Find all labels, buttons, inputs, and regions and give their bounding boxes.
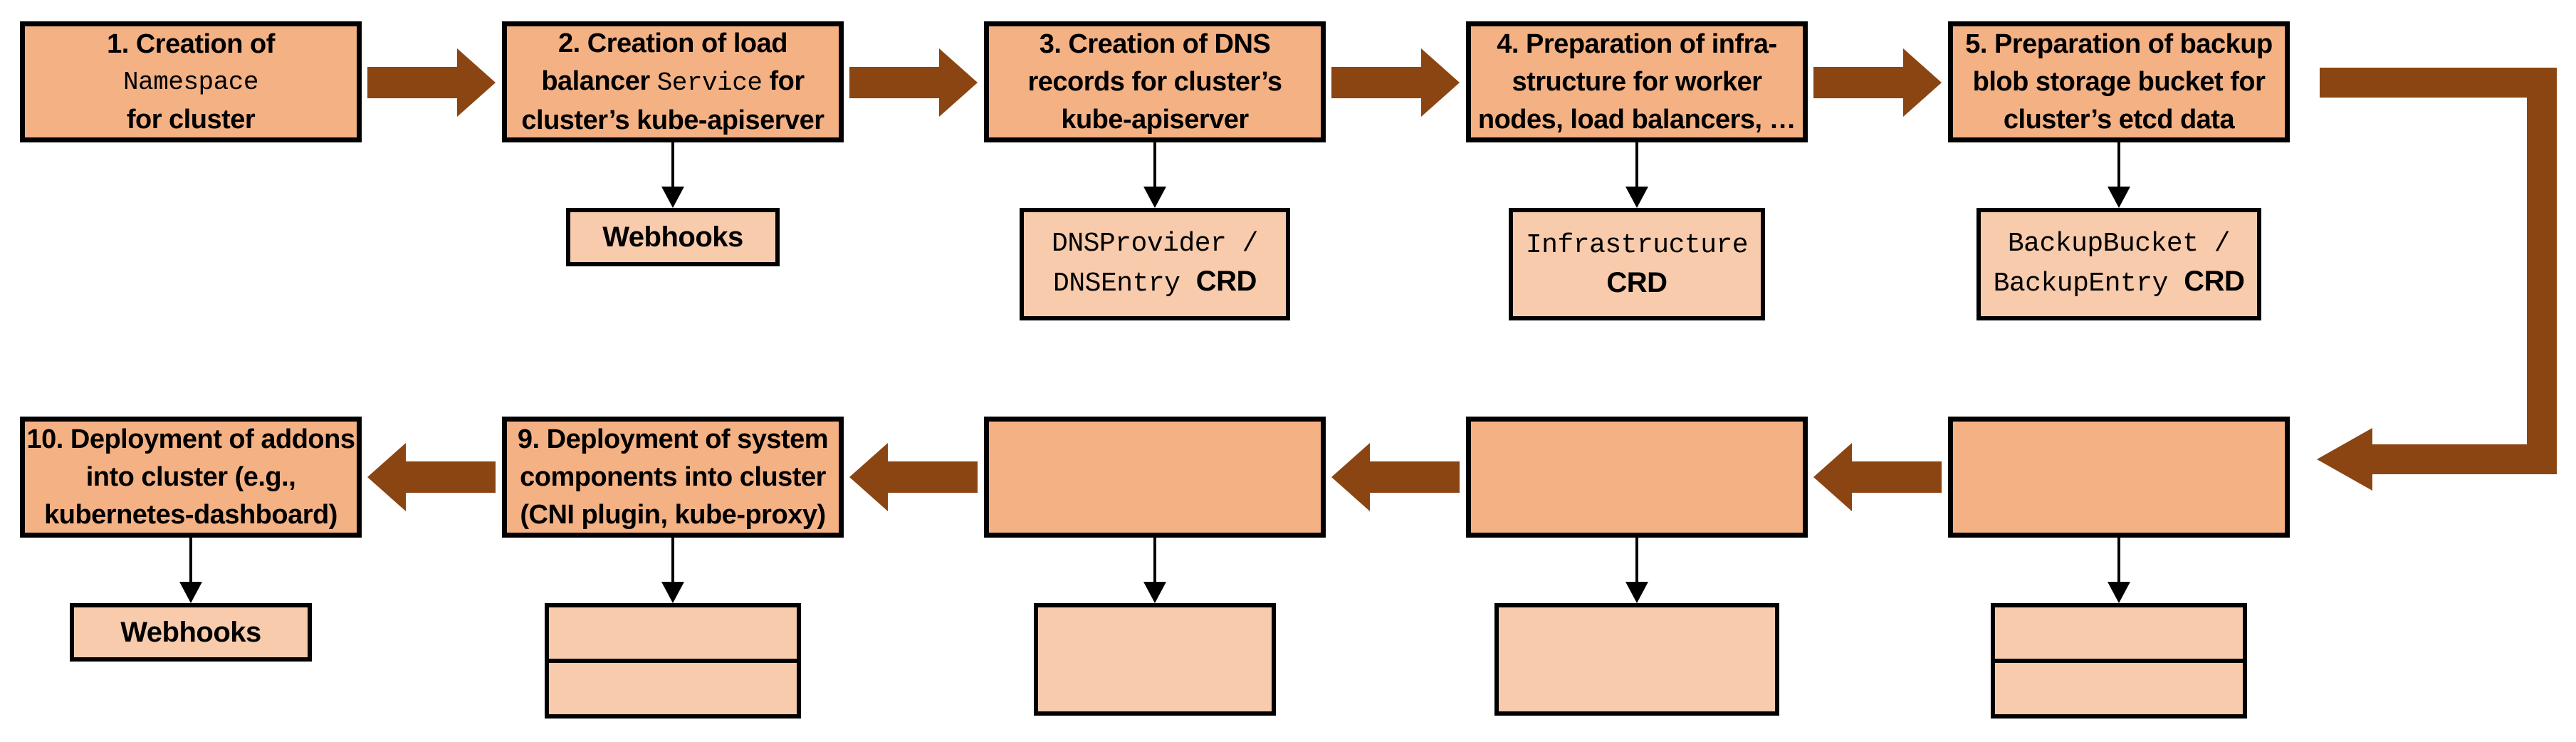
stage-6-webhooks-cell: [1995, 659, 2243, 714]
stage-8: [984, 417, 1326, 716]
down-arrow-icon: [189, 538, 192, 582]
down-arrow-icon: [671, 142, 674, 187]
stage-6-crd-cell: [1995, 607, 2243, 659]
stage-3-crd-box: DNSProvider /DNSEntry CRD: [1020, 208, 1290, 320]
stage-6-sub-stack: [1991, 603, 2247, 719]
down-arrow-icon: [2117, 142, 2120, 187]
down-arrow-icon: [1635, 142, 1638, 187]
flow-arrow-6-to-7-icon: [1813, 443, 1942, 511]
flow-arrow-9-to-10-icon: [367, 443, 496, 511]
stage-2-webhooks-box: Webhooks: [566, 208, 780, 266]
stage-5-crd-box: BackupBucket /BackupEntry CRD: [1976, 208, 2261, 320]
stage-9-crd-cell: [549, 607, 797, 659]
stage-7: [1466, 417, 1808, 716]
flow-arrow-3-to-4-icon: [1331, 48, 1460, 117]
stage-6-box: [1948, 417, 2290, 538]
flow-arrow-8-to-9-icon: [849, 443, 978, 511]
down-arrow-icon: [1635, 538, 1638, 582]
stage-9-webhooks-cell: [549, 659, 797, 714]
flow-arrow-4-to-5-icon: [1813, 48, 1942, 117]
stage-9-sub-stack: [545, 603, 801, 719]
stage-8-crd-box: [1034, 603, 1276, 716]
stage-6: [1948, 417, 2290, 719]
stage-4: 4. Preparation of infra-structure for wo…: [1466, 21, 1808, 320]
stage-7-box: [1466, 417, 1808, 538]
down-arrow-icon: [671, 538, 674, 582]
stage-4-box: 4. Preparation of infra-structure for wo…: [1466, 21, 1808, 142]
flow-arrow-2-to-3-icon: [849, 48, 978, 117]
down-arrow-icon: [2117, 538, 2120, 582]
flow-arrow-7-to-8-icon: [1331, 443, 1460, 511]
stage-7-crd-box: [1494, 603, 1779, 716]
down-arrow-icon: [1153, 538, 1156, 582]
flow-arrow-1-to-2-icon: [367, 48, 496, 117]
down-arrow-icon: [1153, 142, 1156, 187]
stage-10-webhooks-box: Webhooks: [70, 603, 312, 662]
flow-arrow-5-to-6-elbow-icon: [2317, 68, 2557, 491]
stage-8-box: [984, 417, 1326, 538]
